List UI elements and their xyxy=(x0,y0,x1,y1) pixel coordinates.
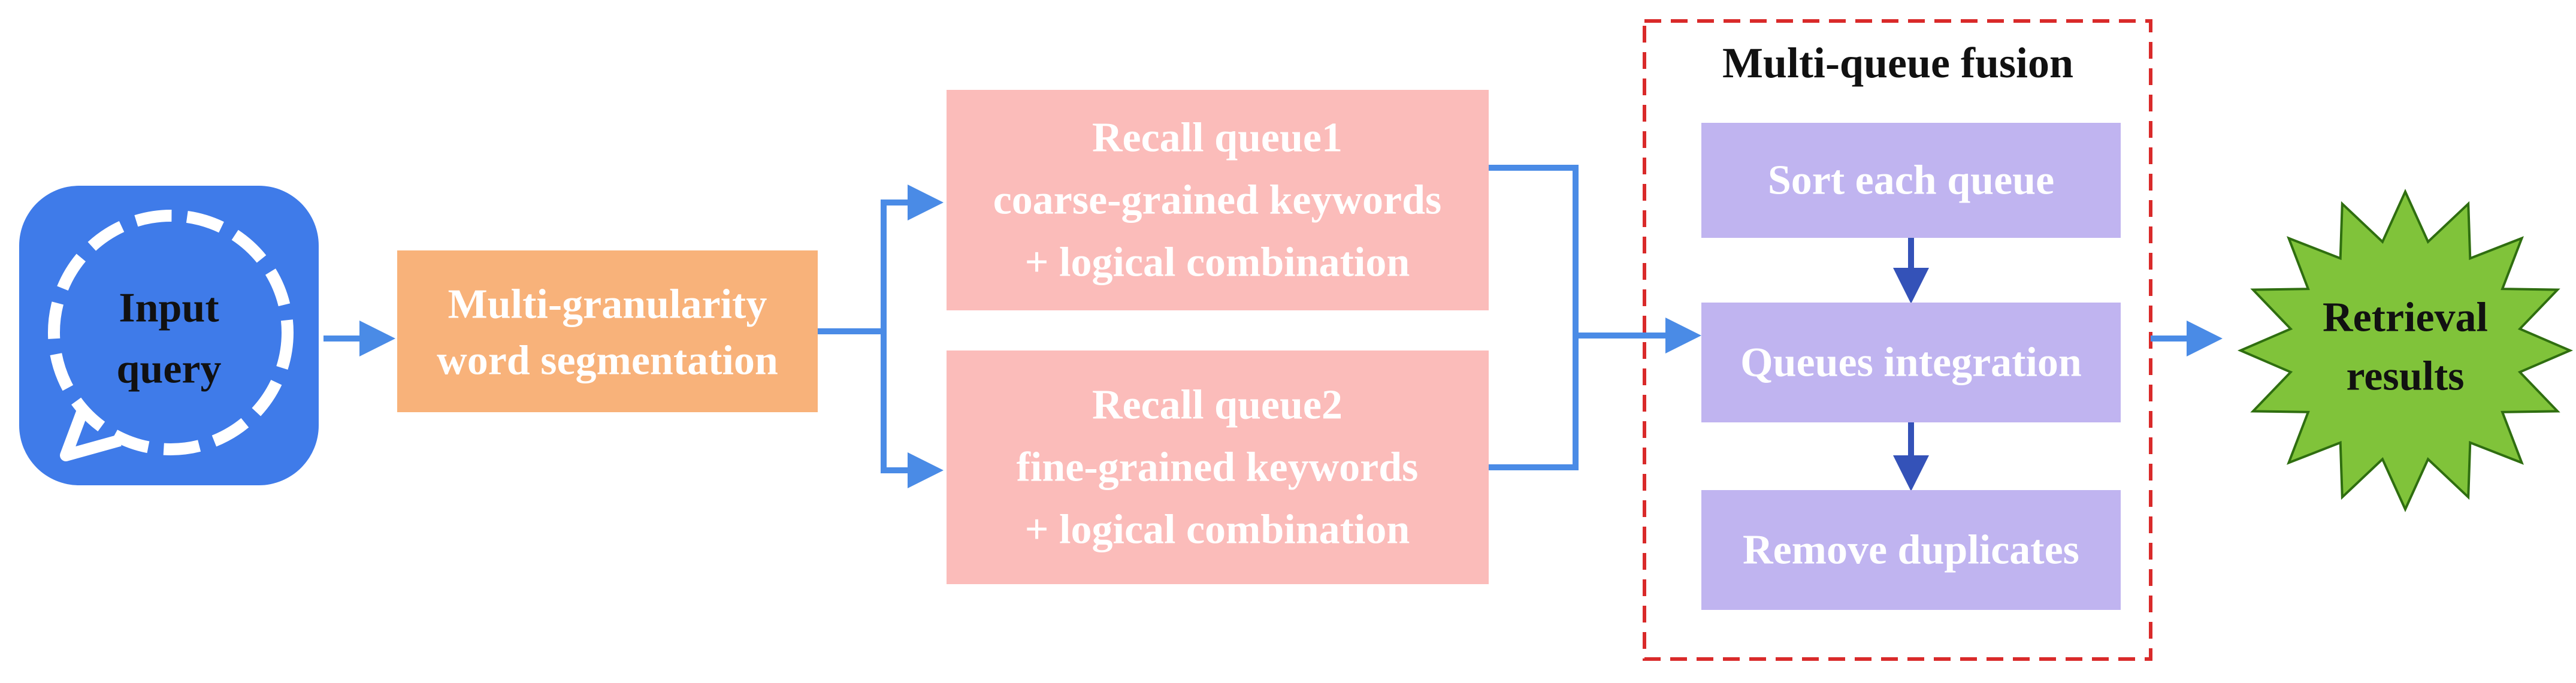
retrieval-results-node: Retrieval results xyxy=(2237,189,2574,512)
retrieval-results-line2: results xyxy=(2346,353,2464,400)
recall-queue2-node: Recall queue2 fine-grained keywords + lo… xyxy=(947,350,1489,584)
recall-queue2-line1: Recall queue2 xyxy=(1092,382,1343,428)
recall-queue2-line3: + logical combination xyxy=(1025,507,1410,553)
input-query-node: Input query xyxy=(19,186,319,485)
chat-bubble-outline xyxy=(48,210,294,461)
recall-queue1-line2: coarse-grained keywords xyxy=(993,177,1442,223)
merge-connector xyxy=(1489,165,1701,470)
fusion-container: Multi-queue fusion Sort each queue Queue… xyxy=(1643,19,2152,661)
remove-duplicates-box xyxy=(1701,490,2121,610)
recall-queue1-line1: Recall queue1 xyxy=(1092,115,1343,161)
queues-integration-label: Queues integration xyxy=(1740,340,2082,386)
split-connector xyxy=(818,185,944,488)
input-query-line2: query xyxy=(117,346,222,392)
remove-duplicates-label: Remove duplicates xyxy=(1743,527,2079,573)
recall-queue2-box xyxy=(947,350,1489,584)
recall-queue2-line2: fine-grained keywords xyxy=(1017,445,1419,491)
sort-each-queue-box xyxy=(1701,123,2121,238)
retrieval-results-line1: Retrieval xyxy=(2323,295,2488,341)
queues-integration-box xyxy=(1701,303,2121,422)
recall-queue1-node: Recall queue1 coarse-grained keywords + … xyxy=(947,90,1489,310)
chat-bubble-icon xyxy=(19,186,319,485)
segmentation-box xyxy=(397,250,818,412)
recall-queue1-box xyxy=(947,90,1489,310)
segmentation-node: Multi-granularity word segmentation xyxy=(397,250,818,412)
input-query-line1: Input xyxy=(119,285,219,331)
starburst-icon xyxy=(2237,189,2574,512)
recall-queue1-line3: + logical combination xyxy=(1025,240,1410,286)
fusion-title: Multi-queue fusion xyxy=(1722,39,2073,87)
segmentation-line1: Multi-granularity xyxy=(448,282,767,328)
segmentation-line2: word segmentation xyxy=(437,338,778,384)
sort-each-queue-label: Sort each queue xyxy=(1768,158,2054,204)
